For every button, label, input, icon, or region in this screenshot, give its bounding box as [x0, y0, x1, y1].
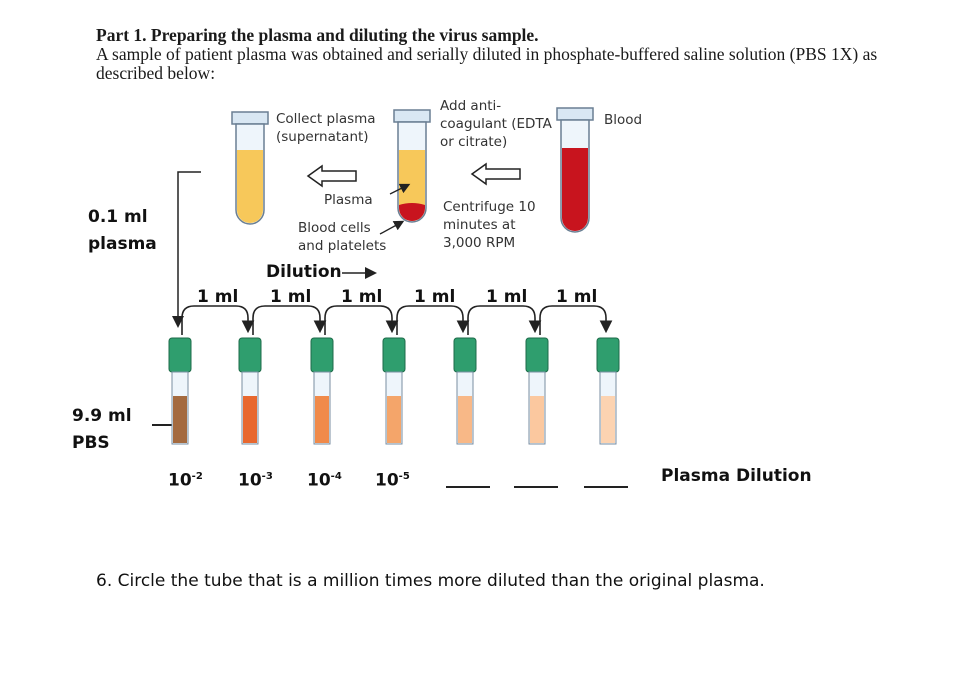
transfer-label: 1 ml — [556, 287, 598, 307]
transfer-label: 1 ml — [197, 287, 239, 307]
add-anticoagulant-label: Add anti- coagulant (EDTA or citrate) — [440, 98, 552, 150]
heading-title: Part 1. Preparing the plasma and dilutin… — [96, 25, 539, 45]
dilution-answer-blank[interactable] — [446, 486, 490, 488]
dilution-factor: 10-3 — [238, 470, 273, 491]
plasma-label: Plasma — [324, 192, 373, 208]
transfer-label: 1 ml — [486, 287, 528, 307]
blood-tube — [556, 107, 594, 233]
dilution-tube — [596, 337, 620, 445]
dilution-answer-blank[interactable] — [584, 486, 628, 488]
step-arrow-icon — [306, 164, 357, 188]
blood-cells-label: Blood cells and platelets — [298, 220, 387, 254]
dilution-tube — [238, 337, 262, 445]
dilution-factor: 10-2 — [168, 470, 203, 491]
transfer-label: 1 ml — [270, 287, 312, 307]
dilution-tube — [310, 337, 334, 445]
plasma-collection-tube — [231, 111, 269, 225]
plasma-dilution-label: Plasma Dilution — [661, 466, 812, 486]
transfer-label: 1 ml — [341, 287, 383, 307]
dilution-factor: 10-5 — [375, 470, 410, 491]
centrifuged-tube — [393, 109, 431, 223]
step-arrow-icon — [470, 162, 521, 186]
dilution-tube — [525, 337, 549, 445]
dilution-label: Dilution — [266, 262, 342, 282]
dilution-tube — [382, 337, 406, 445]
question-text: 6. Circle the tube that is a million tim… — [96, 571, 765, 591]
pbs-volume-label: 9.9 ml PBS — [72, 406, 132, 453]
blood-label: Blood — [604, 112, 643, 128]
dilution-tube — [168, 337, 192, 445]
dilution-factor: 10-4 — [307, 470, 342, 491]
dilution-answer-blank[interactable] — [514, 486, 558, 488]
centrifuge-label: Centrifuge 10 minutes at 3,000 RPM — [443, 199, 536, 251]
collect-plasma-label: Collect plasma (supernatant) — [276, 111, 376, 145]
dilution-tube — [453, 337, 477, 445]
heading-body: A sample of patient plasma was obtained … — [96, 44, 878, 83]
heading: Part 1. Preparing the plasma and dilutin… — [96, 26, 916, 83]
start-volume-label: 0.1 ml plasma — [88, 207, 157, 254]
transfer-label: 1 ml — [414, 287, 456, 307]
